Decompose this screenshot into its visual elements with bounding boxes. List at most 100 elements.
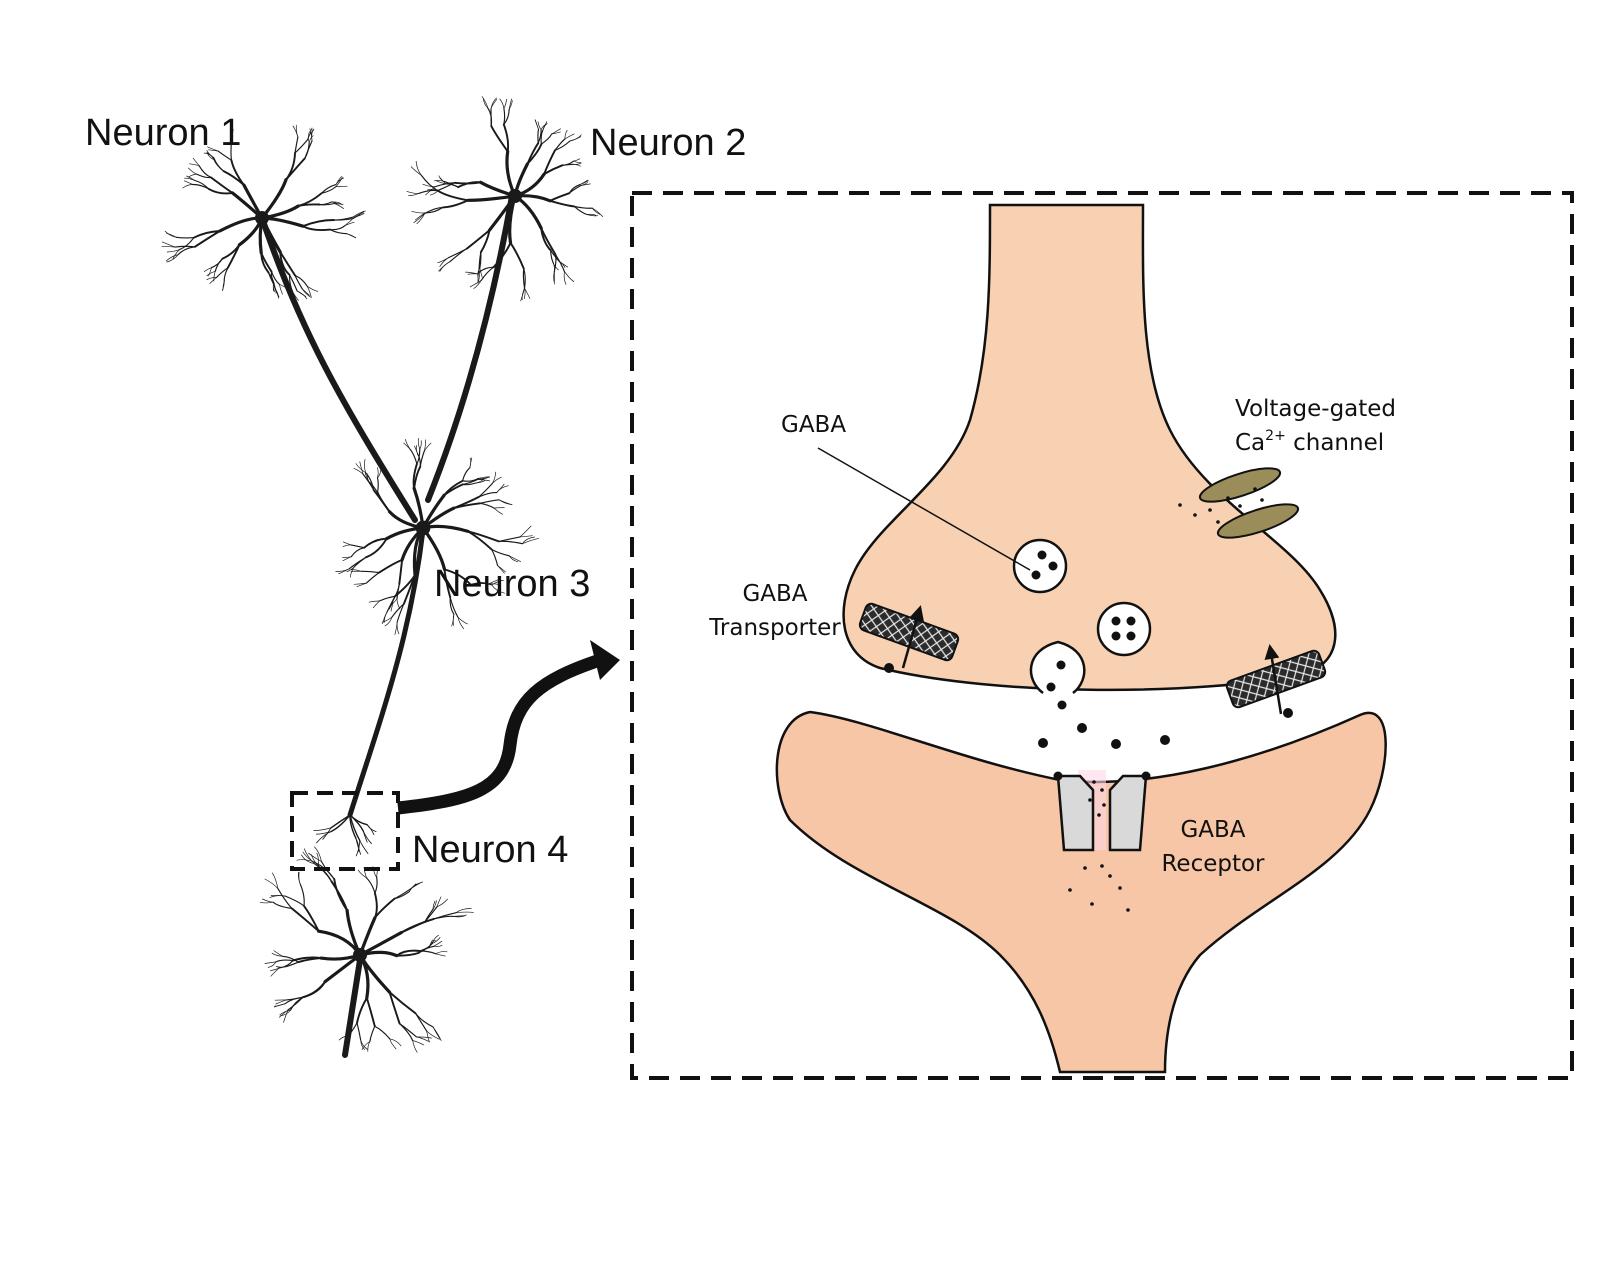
dendrite-branch (360, 570, 380, 574)
dendrite-branch (473, 279, 482, 289)
dendrite-branch (279, 1009, 292, 1016)
dendrite-branch (429, 939, 436, 947)
dendrite-branch (519, 525, 532, 538)
dendrite-branch (230, 159, 245, 186)
dendrite-branch (414, 212, 426, 221)
dendrite-branch (499, 98, 505, 109)
dendrite-branch (308, 852, 322, 862)
dendrite-branch (549, 192, 571, 202)
dendrite-branch (330, 814, 351, 833)
dendrite-branch (453, 181, 482, 185)
dendrite-branch (523, 287, 526, 300)
dendrite-branch (207, 146, 219, 152)
dendrite-branch (462, 482, 477, 486)
dendrite-branch (273, 950, 283, 957)
dendrite-branch (209, 277, 217, 284)
dendrite-branch (272, 901, 293, 909)
dendrite-branch (161, 241, 176, 248)
dendrite-branch (467, 530, 493, 551)
neuron-2-label: Neuron 2 (590, 122, 747, 164)
dendrite-branch (462, 477, 479, 482)
dendrite-branch (409, 448, 418, 465)
dendrite-branch (580, 182, 588, 187)
dendrite-branch (279, 1009, 292, 1017)
dendrite-branch (213, 157, 225, 172)
dendrite-branch (519, 535, 533, 538)
dendrite-branch (455, 911, 474, 914)
dendrite-branch (425, 186, 437, 196)
dendrite-branch (423, 442, 432, 452)
dendrite-branch (279, 251, 291, 276)
dendrite-branch (366, 824, 375, 836)
dendrite-branch (303, 980, 327, 998)
dendrite-branch (415, 445, 418, 455)
dendrite-branch (275, 959, 294, 963)
dendrite-branch (543, 164, 564, 175)
dendrite-branch (498, 499, 512, 505)
dendrite-branch (184, 177, 196, 181)
dendrite-branch (166, 249, 180, 253)
dendrite-branch (573, 160, 582, 164)
dendrite-branch (308, 131, 310, 144)
dendrite-branch (206, 277, 217, 281)
dendrite-branch (523, 268, 526, 289)
dendrite-branch (333, 203, 344, 206)
gaba-label: GABA (781, 412, 847, 438)
gaba-transporter-label-line1: GABA (742, 581, 808, 607)
dendrite-branch (303, 848, 315, 865)
ca-channel-label-line1: Voltage-gated (1235, 396, 1397, 422)
dendrite-branch (297, 872, 301, 885)
dendrite-branch (394, 891, 410, 900)
dendrite-branch (467, 530, 500, 543)
dendrite-branch (378, 595, 396, 602)
dendrite-branch (420, 174, 439, 192)
neuron-circuit (161, 96, 620, 1058)
dendrite-branch (279, 284, 283, 295)
dendrite-branch (388, 991, 401, 1025)
dendrite-branch (492, 471, 497, 484)
dendrite-branch (550, 249, 560, 262)
dendrite-branch (316, 852, 319, 867)
dendrite-branch (178, 237, 195, 251)
dendrite-branch (166, 254, 179, 263)
dendrite-branch (569, 134, 582, 142)
dendrite-branch (412, 1040, 418, 1053)
dendrite-branch (335, 176, 342, 185)
dendrite-branch (438, 182, 455, 191)
dendrite-branch (433, 944, 443, 947)
dendrite-branch (491, 584, 505, 594)
dendrite-branch (408, 192, 420, 197)
dendrite-branch (377, 469, 382, 478)
dendrite-branch (230, 140, 233, 161)
dendrite-branch (415, 160, 422, 176)
dendrite-branch (436, 896, 442, 908)
vesicles (1012, 538, 1152, 695)
dendrite-branch (376, 477, 379, 493)
dendrite-branch (355, 463, 367, 474)
dendrite-branch (482, 98, 489, 109)
dendrite-branch (344, 218, 353, 227)
dendrite-branch (313, 827, 332, 832)
dendrite-branch (207, 187, 234, 195)
dendrite-branch (329, 225, 346, 231)
dendrite-branch (198, 165, 212, 178)
dendrite-branch (374, 1025, 391, 1040)
dendrite-branch (443, 568, 452, 599)
neuron-3-axon (347, 527, 426, 818)
dendrite-branch (285, 157, 306, 181)
dendrite-branch (403, 442, 411, 450)
dendrite-branch (192, 157, 200, 167)
dendrite-branch (490, 97, 497, 110)
zoom-region-box (290, 791, 400, 871)
dendrite-branch (493, 507, 505, 509)
dendrite-branch (350, 547, 365, 558)
dendrite-branch (359, 461, 364, 475)
dendrite-branch (392, 583, 400, 601)
dendrite-branch (294, 274, 303, 290)
ca-channel-label: Voltage-gated Ca2+ channel (1235, 392, 1396, 460)
dendrite-branch (182, 184, 194, 189)
dendrite-branch (465, 229, 491, 250)
dendrite-branch (335, 568, 350, 572)
dendrite-branch (561, 163, 574, 166)
